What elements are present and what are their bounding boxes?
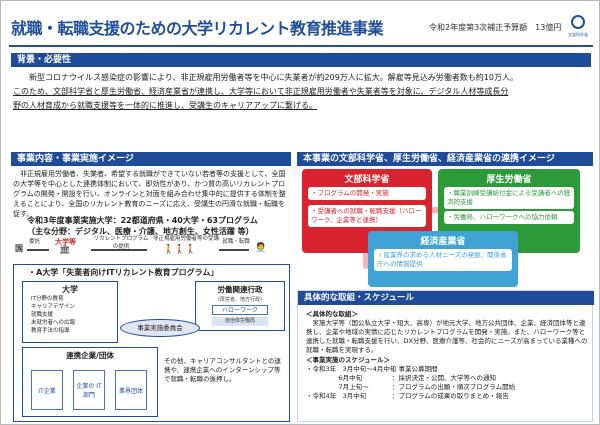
mext-mhlw-arrow	[429, 207, 441, 213]
logo-emblem-icon	[571, 15, 585, 29]
flow-itaku: 委託	[29, 239, 41, 245]
mext-meti-arrow	[363, 249, 369, 269]
program-flow: 国 委託 大学等 🏛 リカレントプログラムの提供 非正規雇用労働者等の受講 🚶🚶…	[13, 236, 291, 263]
schedule-row: ・令和3年 3月中旬～4月中旬 ：事業公募期間	[306, 365, 590, 374]
labor-admin-sub: （厚労省、地方行政）	[214, 297, 265, 303]
partner-companies-box: 連携企業/団体 IT企業 企業の IT部門 業界団体	[22, 347, 158, 417]
meti-title: 経済産業省	[420, 237, 466, 247]
background-text: 新型コロナウイルス感染症の影響により、非正規雇用労働者等を中心に失業者が約209…	[13, 71, 591, 113]
background-line-2: このため、文部科学省と厚生労働省、経済産業省が連携し、大学等において非正規雇用労…	[13, 87, 509, 96]
implementing-universities-count: 令和3年度事業実施大学：22都道府県・40大学・63プログラム	[27, 216, 258, 225]
mhlw-item-1: ・職業訓練受講給付金による受講者への経済的支援	[444, 187, 574, 209]
program-example-title: ・A大学「失業者向けITリカレント教育プログラム」	[28, 268, 219, 277]
schedule-row: ・令和4年 3月中旬 ：プログラムの成果の取りまとめ・報告	[306, 392, 590, 401]
labor-admin-box: 労働関連行政 （厚労省、地方行政） ハローワーク 自治体労働局	[195, 281, 285, 331]
mext-item-1: ・プログラムの開発・実施	[308, 187, 426, 200]
meti-box: 経済産業省 ・産業界の求める人材ニーズの発掘、関係省庁への情報提供	[368, 231, 518, 287]
program-example-box: ・A大学「失業者向けITリカレント教育プログラム」 大学 IT分野の教育 キャリ…	[13, 264, 290, 422]
schedule-desc: ：プログラムの出願・順次プログラム開始	[392, 383, 516, 391]
schedule-date: 7月上旬～	[306, 383, 369, 391]
flow-arrow-1	[27, 249, 49, 251]
university-items: IT分野の教育 キャリアデザイン 就職支援 未就労者への広報 教育手法の指導	[23, 295, 117, 335]
university-box: 大学 IT分野の教育 キャリアデザイン 就職支援 未就労者への広報 教育手法の指…	[22, 281, 118, 343]
concrete-efforts-text: 実施大学等（国公私立大学・短大、高専）が地元大学、地方公共団体、企業、経済団体等…	[306, 319, 588, 354]
other-support-text: その他、キャリアコンサルタントとの連携や、連携企業へのインターンシップ等で就職・…	[164, 357, 281, 383]
project-description: 非正規雇用労働者、失業者、希望する就職ができていない若者等の支援として、全国の大…	[13, 170, 286, 218]
project-section-label: 事業内容・事業実施イメージ	[11, 152, 291, 166]
background-section-label: 背景・必要性	[11, 53, 591, 67]
flow-arrow-3	[219, 249, 249, 251]
partner-companies-title: 連携企業/団体	[66, 351, 114, 360]
university-item: キャリアデザイン	[31, 304, 76, 310]
schedule-title: 具体的な取組・スケジュール	[298, 291, 594, 305]
university-item: 未就労者への広報	[31, 320, 76, 326]
background-line-3: 野の人材育成から就職支援等を一体的に推進し、受講生のキャリアアップに繋げる。	[13, 101, 317, 110]
schedule-desc: ：プログラムの成果の取りまとめ・報告	[392, 392, 509, 400]
flow-program: リカレントプログラムの提供	[93, 236, 149, 250]
schedule-desc: ：事業公募期間	[392, 365, 438, 373]
header: 就職・転職支援のための大学リカレント教育推進事業 令和2年度第3次補正予算額 1…	[9, 9, 593, 47]
page-title: 就職・転職支援のための大学リカレント教育推進事業	[11, 19, 384, 38]
schedule-row: 6月中旬 ：採択決定・公開、大学等への通知	[306, 374, 590, 383]
university-item: IT分野の教育	[31, 296, 64, 302]
flow-kuni: 国	[15, 244, 23, 253]
committee-ellipse: 事業実施委員会	[120, 319, 200, 337]
schedule-box: 具体的な取組・スケジュール ＜具体的な取組＞ 実施大学等（国公私立大学・短大、高…	[297, 290, 594, 422]
flow-daigaku: 大学等	[55, 238, 76, 246]
university-building-icon: 🏛	[59, 245, 71, 255]
university-item: 就職支援	[31, 312, 54, 318]
university-item: 教育手法の指導	[31, 328, 70, 334]
mext-item-2: ・受講者への就職・転職支援（ハローワーク、企業等と連携）	[308, 205, 426, 227]
mhlw-title: 厚生労働省	[486, 175, 532, 185]
schedule-body: ＜具体的な取組＞ 実施大学等（国公私立大学・短大、高専）が地元大学、地方公共団体…	[306, 309, 590, 401]
university-box-title: 大学	[62, 285, 78, 294]
mext-title: 文部科学省	[344, 175, 390, 185]
schedule-desc: ：採択決定・公開、大学等への通知	[392, 374, 496, 382]
schedule-row: 7月上旬～ ：プログラムの出願・順次プログラム開始	[306, 383, 590, 392]
flow-jyukou: 非正規雇用労働者等の受講	[152, 236, 219, 242]
schedule-date: ・令和4年 3月中旬	[306, 392, 367, 400]
collaboration-section-label: 本事業の文部科学省、厚生労働省、経済産業省の連携イメージ	[297, 152, 593, 166]
flow-shushoku: 就職・転職	[222, 239, 250, 245]
background-line-1: 新型コロナウイルス感染症の影響により、非正規雇用労働者等を中心に失業者が約209…	[29, 73, 518, 82]
partner-company-cell: 業界団体	[115, 370, 147, 410]
partner-company-cell: IT企業	[31, 370, 63, 410]
hellowork-box: ハローワーク	[212, 305, 268, 315]
budget-note: 令和2年度第3次補正予算額 13億円	[429, 23, 562, 32]
concrete-efforts-heading: ＜具体的な取組＞	[306, 310, 358, 318]
schedule-date: ・令和3年 3月中旬～4月中旬	[306, 365, 397, 373]
implementing-universities-fields: （主な分野：デジタル、医療・介護、地方創生、女性活躍 等）	[27, 227, 254, 236]
local-labor-bureau: 自治体労働局	[212, 317, 268, 326]
schedule-date: 6月中旬	[306, 374, 363, 382]
schedule-heading: ＜事業実施のスケジュール＞	[306, 356, 391, 364]
implementing-universities: 令和3年度事業実施大学：22都道府県・40大学・63プログラム （主な分野：デジ…	[27, 215, 289, 237]
worker-icon: 🧑‍💼	[255, 243, 267, 253]
person-icon: 🚶🚶🚶	[163, 245, 197, 255]
labor-admin-title: 労働関連行政	[217, 285, 263, 294]
partner-company-cell: 企業の IT部門	[73, 370, 105, 410]
meti-item-1: ・産業界の求める人材ニーズの発掘、関係省庁への情報提供	[374, 249, 512, 271]
partner-company-grid: IT企業 企業の IT部門 業界団体	[31, 370, 151, 410]
logo-text: 文部科学省	[568, 32, 588, 37]
flow-arrow-2	[91, 249, 147, 251]
mext-logo: 文部科学省	[565, 13, 591, 39]
mhlw-item-2: ・労働局、ハローワークへの協力依頼	[444, 211, 574, 224]
title-divider	[9, 45, 593, 47]
